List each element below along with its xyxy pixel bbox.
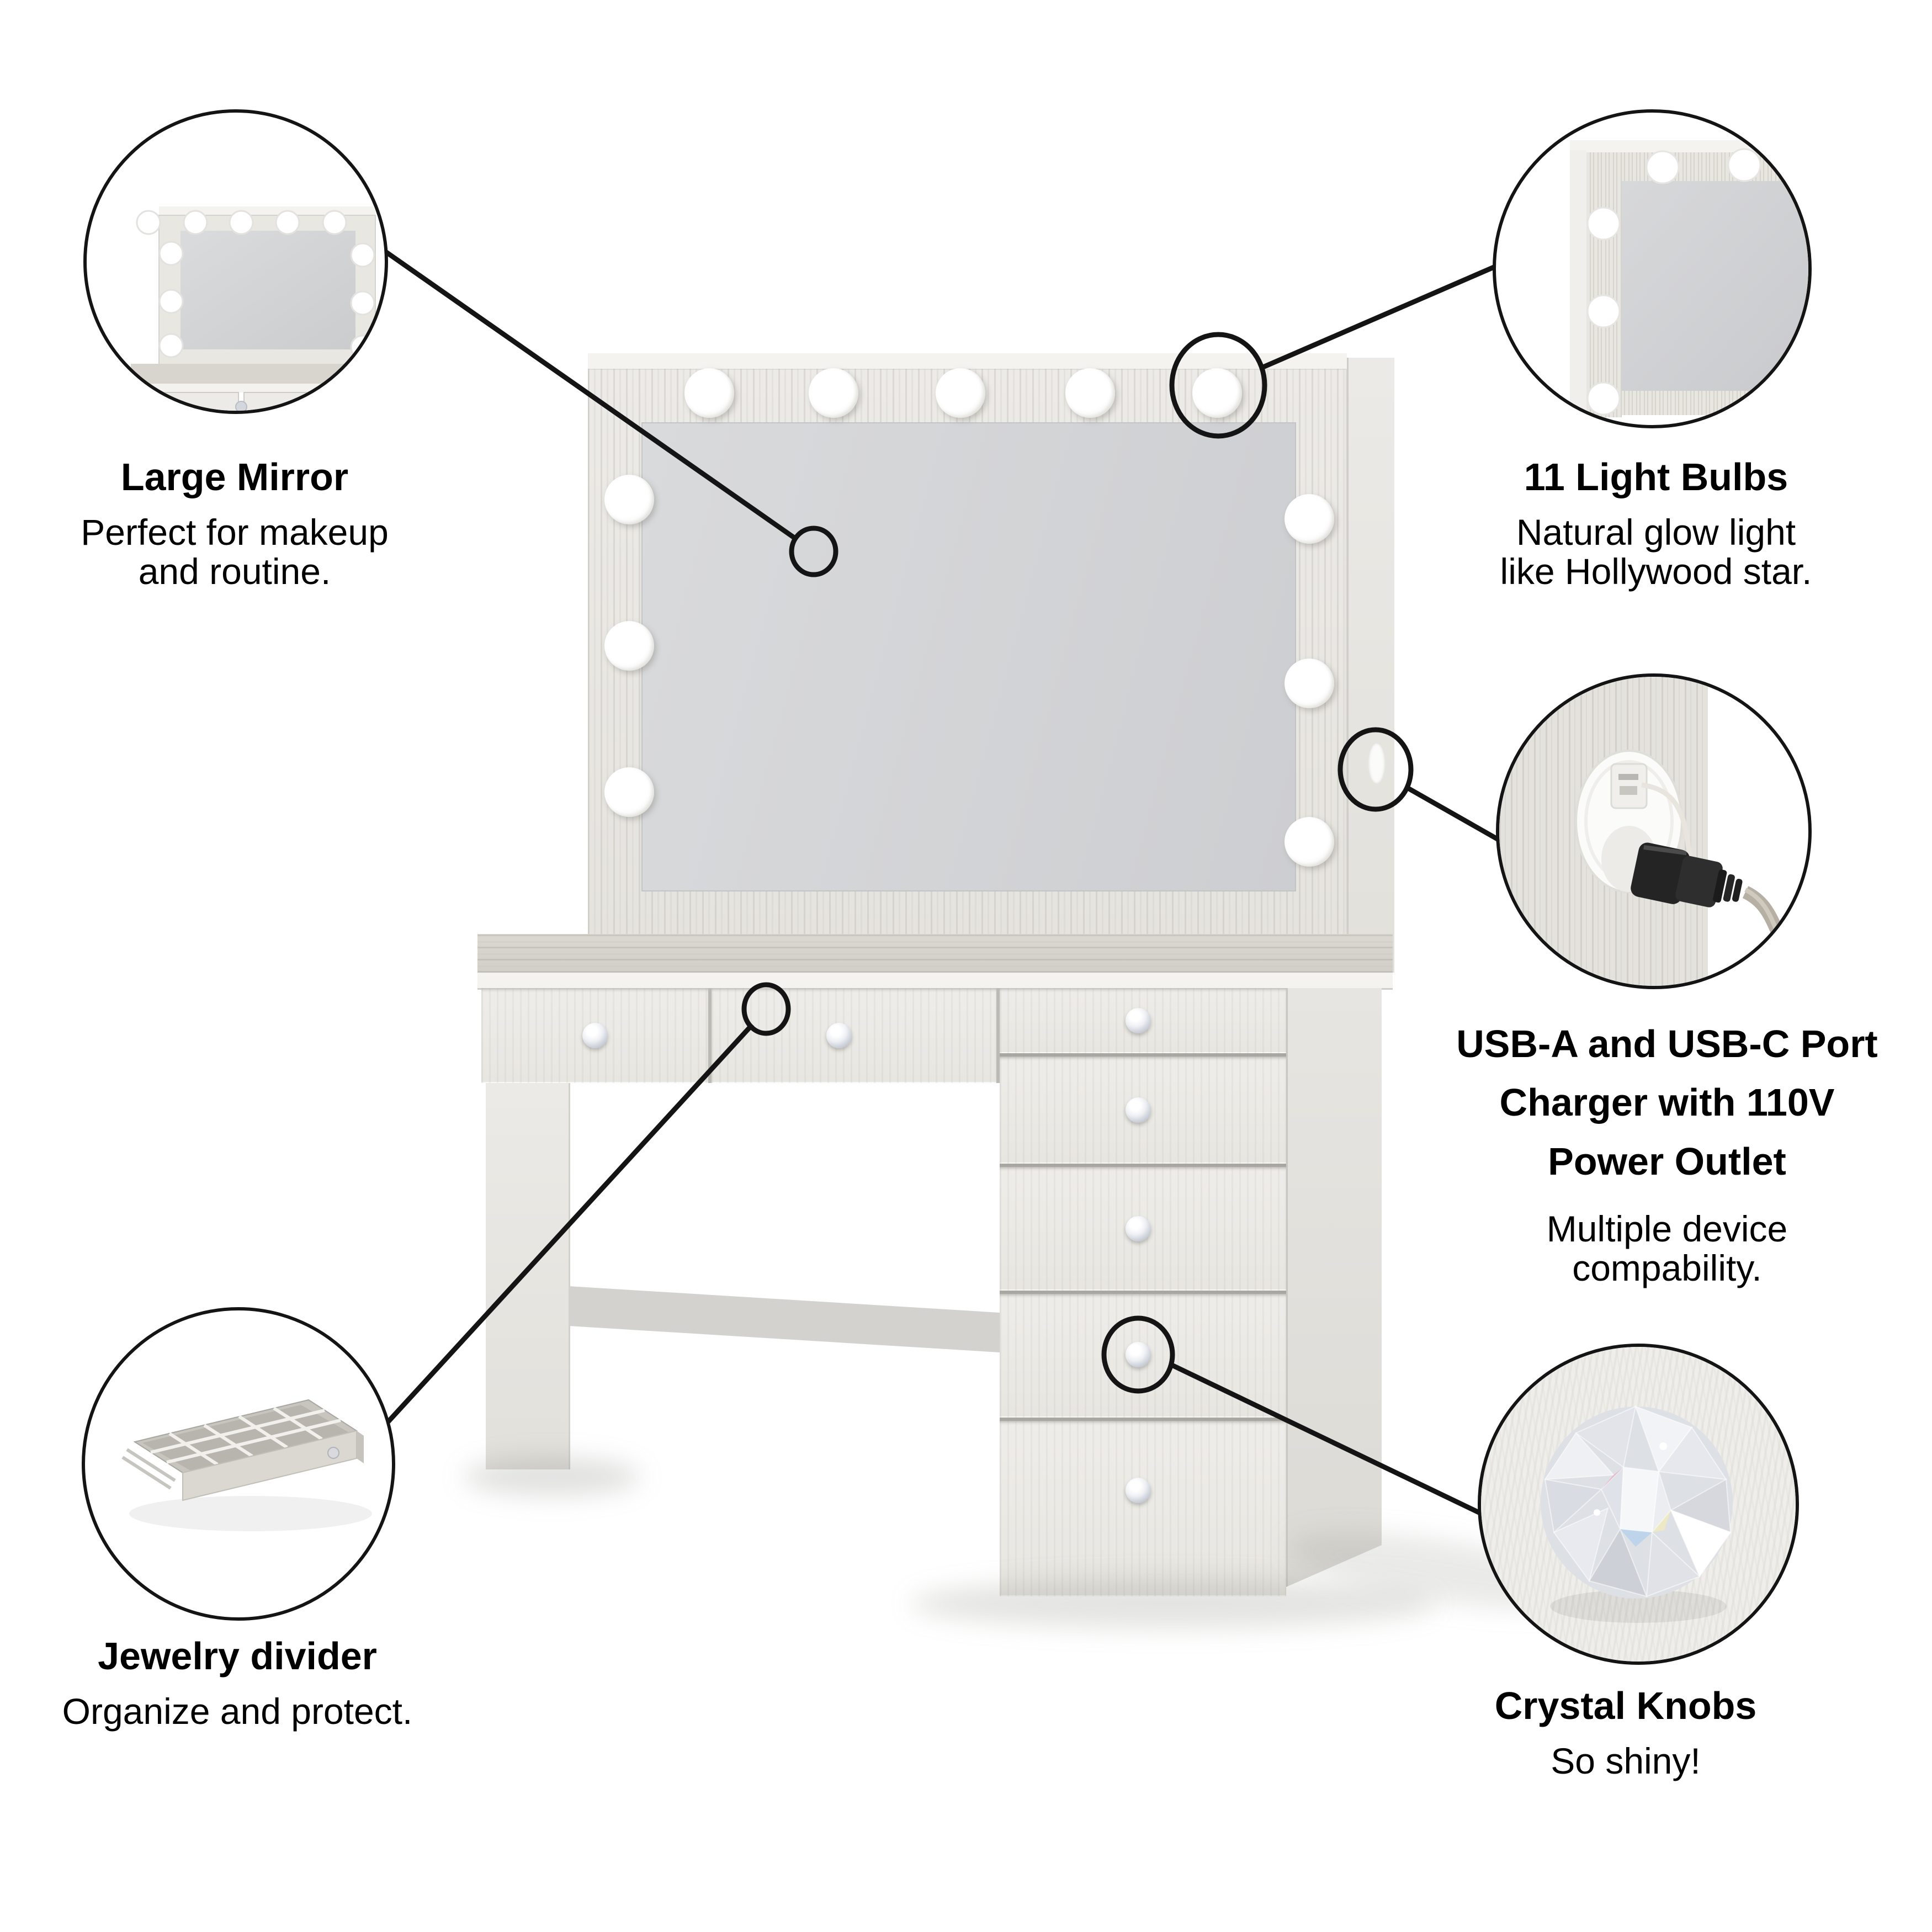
light-bulb bbox=[1285, 494, 1334, 544]
light-bulb bbox=[1285, 817, 1334, 867]
power-outlet-with-plug-thumbnail bbox=[1575, 750, 1795, 959]
crystal-knob bbox=[1126, 1008, 1151, 1033]
inset-light-bulbs bbox=[1493, 109, 1812, 428]
callout-title: USB-A and USB-C Port Charger with 110V P… bbox=[1456, 1022, 1878, 1183]
callout-label-power-outlet: USB-A and USB-C Port Charger with 110V P… bbox=[1413, 1015, 1921, 1287]
desk-stretcher-beam bbox=[569, 1286, 1000, 1352]
crystal-knob bbox=[1126, 1478, 1151, 1503]
light-bulb bbox=[604, 621, 654, 671]
floor-shadow bbox=[911, 1579, 1435, 1628]
crystal-knob bbox=[582, 1023, 608, 1048]
light-bulb bbox=[809, 368, 858, 418]
callout-label-crystal-knobs: Crystal Knobs So shiny! bbox=[1432, 1685, 1819, 1781]
light-bulb bbox=[684, 368, 734, 418]
drawer-gap bbox=[1000, 1291, 1286, 1294]
callout-description: Multiple device compability. bbox=[1546, 1208, 1788, 1288]
crystal-knob bbox=[1126, 1216, 1151, 1241]
callout-title: 11 Light Bulbs bbox=[1524, 455, 1788, 498]
callout-description: So shiny! bbox=[1551, 1740, 1701, 1781]
drawer-top-middle bbox=[712, 988, 996, 1083]
crystal-knob bbox=[826, 1023, 852, 1048]
desk-top-front-edge bbox=[477, 973, 1393, 990]
inset-large-mirror bbox=[83, 109, 388, 414]
drawer-gap bbox=[996, 988, 1000, 1083]
desk-top-surface bbox=[477, 934, 1393, 973]
light-bulb bbox=[604, 767, 654, 817]
side-outlet-cutout bbox=[1368, 742, 1386, 784]
floor-shadow bbox=[464, 1457, 640, 1496]
callout-title: Large Mirror bbox=[120, 455, 349, 498]
inset-crystal-knobs bbox=[1478, 1344, 1799, 1665]
light-bulb bbox=[1192, 368, 1242, 418]
drawer-gap bbox=[1000, 1164, 1286, 1167]
callout-description: Natural glow light like Hollywood star. bbox=[1500, 512, 1812, 592]
light-bulb bbox=[1285, 659, 1334, 708]
drawer-column-1 bbox=[1000, 988, 1286, 1053]
jewelry-divider-tray-thumbnail bbox=[121, 1399, 372, 1531]
light-bulb bbox=[1065, 368, 1115, 418]
drawer-column-3 bbox=[1000, 1167, 1286, 1291]
inset-power-outlet bbox=[1496, 673, 1812, 989]
mirror-top-board bbox=[588, 353, 1347, 370]
callout-title: Jewelry divider bbox=[98, 1634, 377, 1678]
callout-label-light-bulbs: 11 Light Bulbs Natural glow light like H… bbox=[1463, 456, 1849, 591]
crystal-knob-closeup-thumbnail bbox=[1541, 1405, 1733, 1623]
mirror-corner-bulbs-thumbnail bbox=[1570, 140, 1808, 425]
callout-label-jewelry-divider: Jewelry divider Organize and protect. bbox=[44, 1635, 431, 1731]
light-bulb bbox=[604, 475, 654, 524]
inset-jewelry-divider bbox=[82, 1307, 395, 1621]
drawer-column-5 bbox=[1000, 1421, 1286, 1596]
drawer-gap bbox=[1000, 1418, 1286, 1421]
crystal-knob bbox=[1126, 1097, 1151, 1123]
desk-left-leg bbox=[486, 1083, 570, 1469]
desk-side-panel bbox=[1286, 988, 1382, 1587]
callout-description: Organize and protect. bbox=[62, 1691, 413, 1732]
light-bulb bbox=[936, 368, 985, 418]
callout-label-large-mirror: Large Mirror Perfect for makeup and rout… bbox=[41, 456, 428, 591]
mirror-side-panel bbox=[1347, 358, 1394, 973]
callout-description: Perfect for makeup and routine. bbox=[81, 512, 389, 592]
callout-title: Crystal Knobs bbox=[1494, 1684, 1757, 1727]
vanity-mirror-with-lights-thumbnail bbox=[131, 206, 385, 411]
crystal-knob bbox=[1126, 1342, 1151, 1367]
mirror-glass bbox=[641, 422, 1296, 891]
drawer-gap bbox=[1000, 1053, 1286, 1057]
